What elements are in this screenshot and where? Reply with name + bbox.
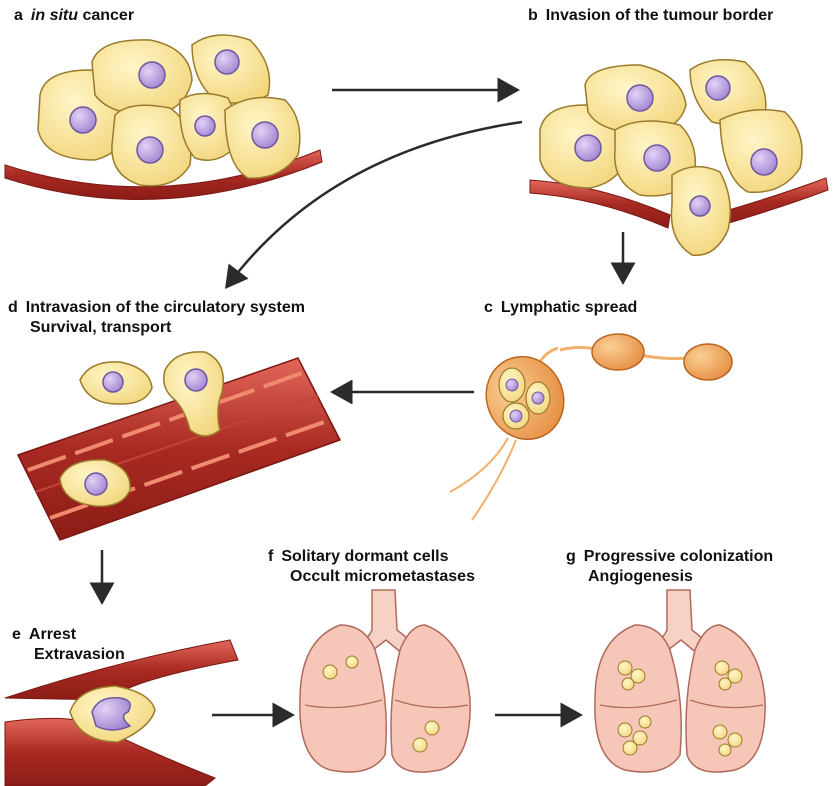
panel-f-illustration <box>300 590 470 772</box>
panel-a-illustration <box>5 35 322 200</box>
lung-left <box>300 625 386 772</box>
panel-e-illustration <box>5 640 238 786</box>
panel-c-illustration <box>450 334 732 520</box>
arrested-nucleus <box>92 698 130 730</box>
panel-g-illustration <box>595 590 765 772</box>
lymph-node-1 <box>592 334 644 370</box>
panel-d-illustration <box>18 352 340 540</box>
lymph-node-2 <box>684 344 732 380</box>
lymph-vessel-tail <box>450 438 516 520</box>
lung-right <box>391 625 470 772</box>
lymph-node-tumour <box>473 344 577 452</box>
panel-b-illustration <box>530 60 828 256</box>
